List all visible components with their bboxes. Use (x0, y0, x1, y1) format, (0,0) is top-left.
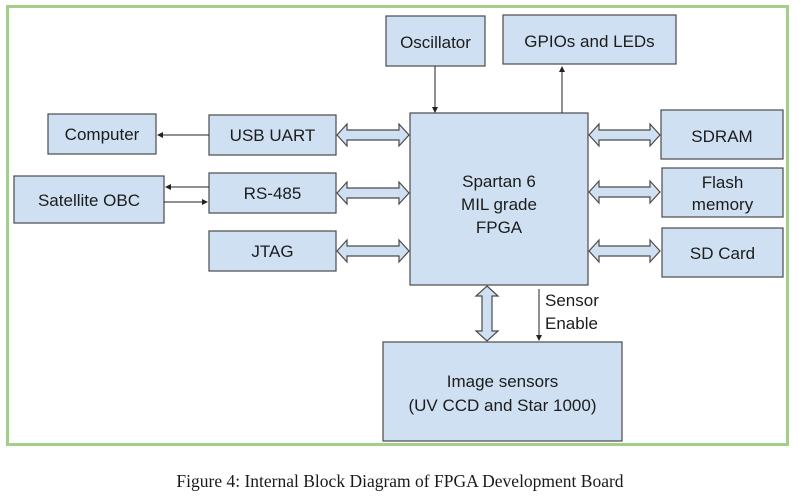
jtag-label: JTAG (251, 242, 293, 261)
rs485-label: RS-485 (244, 184, 302, 203)
rs485-block: RS-485 (208, 172, 337, 214)
jtag-block: JTAG (208, 230, 337, 272)
sensor-enable-label-line-1: Sensor (545, 291, 599, 310)
gpios-leds-block: GPIOs and LEDs (502, 14, 677, 65)
usb-uart-fpga-bus-arrow (336, 122, 410, 148)
satellite-obc-label: Satellite OBC (38, 191, 140, 210)
sdram-block: SDRAM (660, 109, 784, 160)
fpga-label-line-3: FPGA (476, 218, 523, 237)
oscillator-label: Oscillator (400, 33, 471, 52)
satellite-obc-block: Satellite OBC (13, 175, 165, 224)
image-sensors-label-line-1: Image sensors (447, 372, 559, 391)
image-sensors-label-line-2: (UV CCD and Star 1000) (408, 396, 596, 415)
image-sensors-block: Image sensors (UV CCD and Star 1000) (382, 341, 623, 442)
sd-card-label: SD Card (690, 244, 755, 263)
oscillator-block: Oscillator (385, 15, 486, 67)
flash-memory-label-line-1: Flash (702, 173, 744, 192)
figure-caption: Figure 4: Internal Block Diagram of FPGA… (176, 471, 624, 491)
sdram-label: SDRAM (691, 127, 752, 146)
rs485-fpga-bus-arrow (336, 180, 410, 206)
block-diagram: Oscillator GPIOs and LEDs Computer USB U… (13, 14, 784, 442)
computer-block: Computer (47, 113, 157, 155)
fpga-block: Spartan 6 MIL grade FPGA (409, 112, 589, 286)
sd-card-block: SD Card (661, 227, 784, 278)
sensor-enable-label-line-2: Enable (545, 314, 598, 333)
usb-uart-label: USB UART (230, 126, 316, 145)
usb-uart-block: USB UART (208, 114, 337, 156)
fpga-sdram-bus-arrow (588, 122, 661, 148)
flash-memory-label-line-2: memory (692, 195, 754, 214)
diagram-frame (6, 5, 789, 446)
jtag-fpga-bus-arrow (336, 238, 410, 264)
fpga-label-line-2: MIL grade (461, 195, 537, 214)
fpga-sdcard-bus-arrow (588, 238, 661, 264)
computer-label: Computer (65, 125, 140, 144)
fpga-image-sensors-bus-arrow (474, 285, 500, 342)
gpios-leds-label: GPIOs and LEDs (524, 32, 654, 51)
flash-memory-block: Flash memory (661, 167, 784, 218)
fpga-flash-bus-arrow (588, 179, 661, 205)
fpga-label-line-1: Spartan 6 (462, 172, 536, 191)
